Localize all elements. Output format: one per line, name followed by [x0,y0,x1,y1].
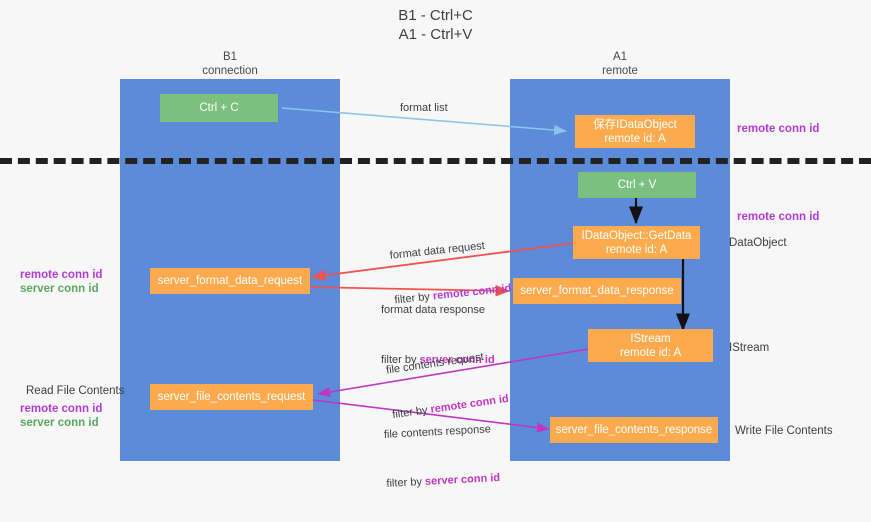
annotation-write-file-contents: Write File Contents [735,425,833,437]
node-server-file-contents-response[interactable]: server_file_contents_response [550,417,718,443]
node-server-file-contents-request[interactable]: server_file_contents_request [150,384,313,410]
node-save-idataobject-line1: 保存IDataObject [593,118,677,131]
annotation-read-file-contents: Read File Contents [26,385,125,397]
node-ctrl-c-label: Ctrl + C [199,102,239,114]
node-save-idataobject-line2: remote id: A [604,132,666,145]
node-server-file-contents-response-label: server_file_contents_response [555,424,713,436]
node-server-format-data-request-label: server_format_data_request [157,275,303,287]
node-server-format-data-response[interactable]: server_format_data_response [513,278,681,304]
node-idataobject-getdata-line2: remote id: A [605,243,668,256]
edge-label-format-data-response-line2: filter by server conn id [381,354,495,366]
diagram-title: B1 - Ctrl+C A1 - Ctrl+V [398,7,473,43]
annotation-left-server-conn-id-mid: server conn id [20,283,99,295]
node-idataobject-getdata[interactable]: IDataObject::GetData remote id: A [573,226,700,259]
node-istream-line1: IStream [630,332,671,345]
annotation-remote-conn-id-top: remote conn id [737,123,820,135]
annotation-left-remote-conn-id-bottom: remote conn id [20,403,103,415]
node-ctrl-c[interactable]: Ctrl + C [160,94,278,122]
node-istream[interactable]: IStream remote id: A [588,329,713,362]
node-server-file-contents-request-label: server_file_contents_request [157,391,306,403]
edge-label-format-data-response-line1: format data response [381,304,485,316]
node-idataobject-getdata-line1: IDataObject::GetData [581,229,692,242]
node-server-format-data-request[interactable]: server_format_data_request [150,268,310,294]
annotation-left-server-conn-id-bottom: server conn id [20,417,99,429]
phase-separator [0,158,871,164]
annotation-left-remote-conn-id-mid: remote conn id [20,269,103,281]
node-save-idataobject[interactable]: 保存IDataObject remote id: A [575,115,695,148]
node-server-format-data-response-label: server_format_data_response [520,285,674,297]
column-header-a1: A1 remote [602,51,638,77]
edge-label-format-data-response: format data response filter by server co… [381,273,495,398]
annotation-dataobject: DataObject [729,237,787,249]
edge-label-format-data-request-line1: format data request [389,239,486,262]
edge-label-format-list: format list [400,102,448,114]
edge-label-file-contents-response: file contents response filter by server … [382,392,502,522]
node-istream-line2: remote id: A [619,346,682,359]
node-ctrl-v[interactable]: Ctrl + V [578,172,696,198]
edge-label-file-contents-response-line1: file contents response [383,423,492,441]
diagram-canvas: B1 - Ctrl+C A1 - Ctrl+V B1 connection A1… [0,7,871,490]
edge-label-file-contents-response-line2: filter by server conn id [386,471,501,490]
annotation-istream: IStream [729,342,770,354]
edge-label-file-contents-request-line1: file contents request [385,350,485,377]
column-header-b1: B1 connection [202,51,258,77]
annotation-remote-conn-id-mid: remote conn id [737,211,820,223]
node-ctrl-v-label: Ctrl + V [617,179,657,191]
